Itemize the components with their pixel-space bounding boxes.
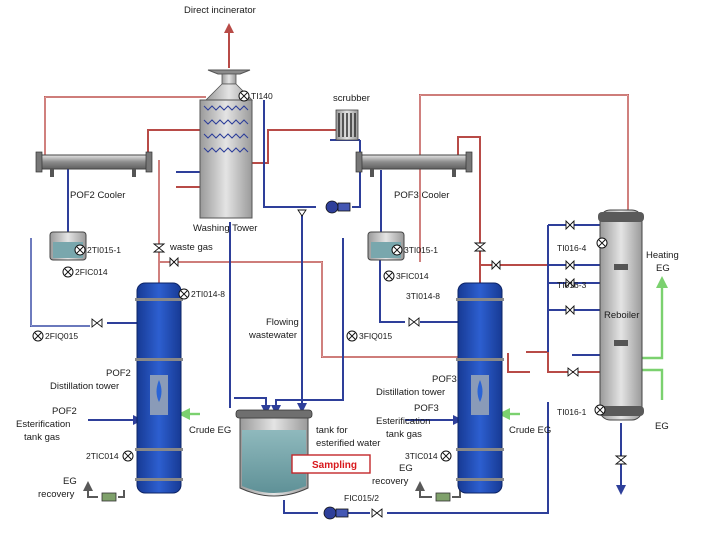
ti015-1-right-label: 3TI015-1 — [404, 245, 438, 255]
valve — [408, 317, 420, 327]
pof3-gas-label-3: tank gas — [386, 429, 422, 440]
pof2-distillation-column — [135, 282, 183, 494]
pof2-cooler-label: POF2 Cooler — [70, 190, 125, 201]
tic014-left-label: 2TIC014 — [86, 451, 119, 461]
fiq015-right-label: 3FIQ015 — [359, 331, 392, 341]
fiq015-left-label: 2FIQ015 — [45, 331, 78, 341]
reboiler-label: Reboiler — [604, 310, 639, 321]
heating-label-2: EG — [656, 263, 670, 274]
ti014-8-right-label: 3TI014-8 — [406, 291, 440, 301]
valve — [565, 259, 575, 271]
pof2-gas-label-1: POF2 — [52, 406, 77, 417]
scrubber-unit — [335, 109, 359, 141]
pof2-gas-label-2: Esterification — [16, 419, 70, 430]
crude-eg-right-label: Crude EG — [509, 425, 551, 436]
flowing-label-1: Flowing — [266, 317, 299, 328]
fic014-left-label: 2FIC014 — [75, 267, 108, 277]
washing-pump — [325, 200, 351, 214]
pof2-label-2: Distillation tower — [50, 381, 119, 392]
direct-incinerator-label: Direct incinerator — [184, 5, 256, 16]
pof3-cooler-label: POF3 Cooler — [394, 190, 449, 201]
ti016-1-label: TI016-1 — [557, 407, 587, 417]
valve — [169, 256, 179, 268]
valve — [565, 277, 575, 289]
crude-eg-left-label: Crude EG — [189, 425, 231, 436]
pof3-gas-label-1: POF3 — [414, 403, 439, 414]
eg-recovery-right-label-1: EG — [399, 463, 413, 474]
tank-label-1: tank for — [316, 425, 348, 436]
eg-recovery-left-label-1: EG — [63, 476, 77, 487]
eg-pump-left — [101, 492, 117, 502]
eg-pump-right — [435, 492, 451, 502]
ti016-4-label: TI016-4 — [557, 243, 587, 253]
pof3-label-2: Distillation tower — [376, 387, 445, 398]
sampling-label: Sampling — [312, 460, 357, 471]
tic014-right-label: 3TIC014 — [405, 451, 438, 461]
ti015-1-left-label: 2TI015-1 — [87, 245, 121, 255]
instrument-crosses — [34, 92, 606, 460]
pof2-label-1: POF2 — [106, 368, 131, 379]
tank-label-2: esterified water — [316, 438, 380, 449]
liquid-pipes — [30, 100, 626, 514]
esterified-water-tank — [235, 409, 313, 497]
waste-gas-label: waste gas — [169, 242, 213, 253]
instrument-bubbles — [32, 90, 608, 462]
ti014-8-left-label: 2TI014-8 — [191, 289, 225, 299]
eg-recovery-left-label-2: recovery — [38, 489, 75, 500]
water-pump — [323, 506, 349, 520]
pof2-cooler — [35, 151, 153, 177]
pof3-cooler — [355, 151, 473, 177]
eg-right-label: EG — [655, 421, 669, 432]
pof3-label-1: POF3 — [432, 374, 457, 385]
hot-gas-pipes — [44, 23, 629, 373]
valve — [565, 219, 575, 231]
washing-tower — [199, 69, 253, 219]
valve — [567, 367, 579, 377]
fic014-right-label: 3FIC014 — [396, 271, 429, 281]
pof3-gas-label-2: Esterification — [376, 416, 430, 427]
ti140-label: TI140 — [251, 91, 273, 101]
valve — [473, 242, 487, 252]
valve — [491, 259, 501, 271]
reboiler-vessel — [598, 209, 644, 421]
valve — [565, 304, 575, 316]
pof2-gas-label-3: tank gas — [24, 432, 60, 443]
pof3-distillation-column — [456, 282, 504, 494]
tower-packing — [203, 105, 249, 153]
valves — [91, 209, 628, 518]
flowing-label-2: wastewater — [248, 330, 297, 341]
grey-pipes — [83, 481, 461, 498]
valve — [371, 508, 383, 518]
heating-label-1: Heating — [646, 250, 679, 261]
valve — [614, 455, 628, 465]
eg-recovery-right-label-2: recovery — [372, 476, 409, 487]
fic015-2-label: FIC015/2 — [344, 493, 379, 503]
valve — [297, 209, 307, 217]
ti016-3-label: TI016-3 — [557, 280, 587, 290]
valve — [91, 318, 103, 328]
scrubber-label: scrubber — [333, 93, 370, 104]
text-labels: Direct incinerator TI140 scrubber POF2 C… — [16, 5, 679, 503]
valve — [152, 243, 166, 253]
sampling-box — [291, 454, 371, 474]
washing-tower-label: Washing Tower — [193, 223, 257, 234]
